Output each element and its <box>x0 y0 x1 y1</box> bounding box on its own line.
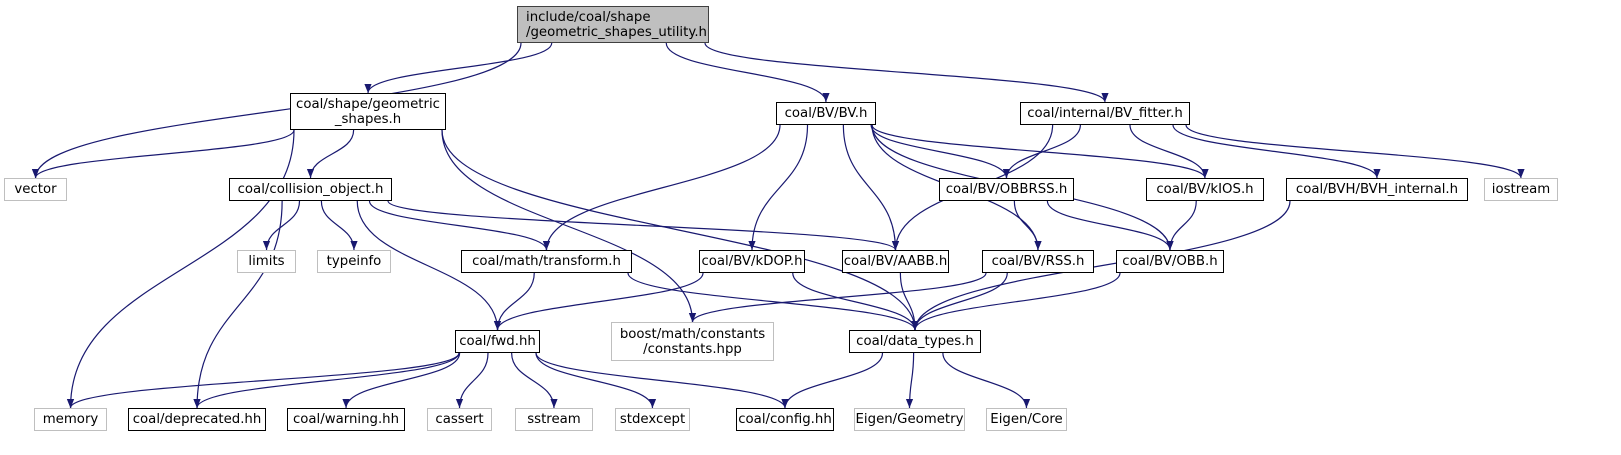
edge-collision_object-to-limits <box>262 200 301 251</box>
edge-geometric_shapes-to-data_types <box>441 129 919 331</box>
node-config[interactable]: coal/config.hh <box>736 408 834 431</box>
node-limits: limits <box>237 250 296 273</box>
edge-obbrss-to-obb <box>1046 200 1174 251</box>
node-data-types[interactable]: coal/data_types.h <box>849 330 981 353</box>
edge-transform-to-fwd <box>493 272 535 331</box>
edge-fwd-to-deprecated <box>193 352 460 409</box>
edge-transform-to-data_types <box>627 272 919 331</box>
edge-collision_object-to-typeinfo <box>320 200 358 251</box>
node-stdexcept: stdexcept <box>615 408 690 431</box>
node-bv[interactable]: coal/BV/BV.h <box>776 102 876 125</box>
edge-collision_object-to-aabb <box>387 200 899 251</box>
root-file-node: include/coal/shape /geometric_shapes_uti… <box>517 6 709 43</box>
edge-bv_fitter-to-kios <box>1129 124 1209 179</box>
edge-fwd-to-warning <box>342 352 461 409</box>
edge-rss-to-boost_constants <box>689 272 987 323</box>
node-deprecated[interactable]: coal/deprecated.hh <box>128 408 266 431</box>
node-warning[interactable]: coal/warning.hh <box>287 408 405 431</box>
node-obb[interactable]: coal/BV/OBB.h <box>1116 250 1224 273</box>
node-typeinfo: typeinfo <box>317 250 391 273</box>
edge-geometric_shapes-to-collision_object <box>306 129 355 179</box>
node-bvh-internal[interactable]: coal/BVH/BVH_internal.h <box>1286 178 1468 201</box>
node-kdop[interactable]: coal/BV/kDOP.h <box>699 250 805 273</box>
edge-bv-to-kios <box>871 124 1209 179</box>
edge-root-to-vector <box>31 42 522 179</box>
edge-bv-to-aabb <box>842 124 900 251</box>
node-fwd[interactable]: coal/fwd.hh <box>455 330 540 353</box>
node-sstream: sstream <box>515 408 593 431</box>
edge-collision_object-to-transform <box>368 200 551 251</box>
node-obbrss[interactable]: coal/BV/OBBRSS.h <box>939 178 1074 201</box>
edge-kdop-to-fwd <box>493 272 704 331</box>
edge-obbrss-to-rss <box>1013 200 1042 251</box>
node-bv-fitter[interactable]: coal/internal/BV_fitter.h <box>1020 102 1190 125</box>
edge-collision_object-to-deprecated <box>193 200 283 409</box>
node-geometric-shapes[interactable]: coal/shape/geometric _shapes.h <box>290 93 446 130</box>
node-kios[interactable]: coal/BV/kIOS.h <box>1146 178 1264 201</box>
edge-fwd-to-cassert <box>455 352 489 409</box>
edge-bv-to-kdop <box>748 124 809 251</box>
node-memory: memory <box>34 408 107 431</box>
edge-aabb-to-data_types <box>899 272 919 331</box>
node-collision-object[interactable]: coal/collision_object.h <box>229 178 392 201</box>
edge-data_types-to-eigen_geometry <box>905 352 915 409</box>
edge-bv-to-obbrss <box>870 124 1011 179</box>
node-aabb[interactable]: coal/BV/AABB.h <box>842 250 949 273</box>
edge-collision_object-to-fwd <box>356 200 502 331</box>
edge-geometric_shapes-to-vector <box>31 129 295 179</box>
edge-bv-to-transform <box>542 124 781 251</box>
node-vector: vector <box>4 178 67 201</box>
edge-root-to-bv <box>665 42 830 103</box>
edge-fwd-to-config <box>535 352 789 409</box>
edge-root-to-bv_fitter <box>704 42 1109 103</box>
node-boost-constants: boost/math/constants /constants.hpp <box>611 322 774 361</box>
node-rss[interactable]: coal/BV/RSS.h <box>982 250 1094 273</box>
node-eigen-core: Eigen/Core <box>986 408 1067 431</box>
edge-kios-to-obb <box>1166 200 1197 251</box>
edge-kdop-to-data_types <box>792 272 919 331</box>
node-eigen-geometry: Eigen/Geometry <box>854 408 965 431</box>
edge-bv_fitter-to-bvh_internal <box>1172 124 1381 179</box>
edge-bvh_internal-to-data_types <box>911 200 1291 331</box>
edge-obb-to-data_types <box>911 272 1121 331</box>
node-transform[interactable]: coal/math/transform.h <box>461 250 632 273</box>
edge-fwd-to-stdexcept <box>535 352 657 409</box>
node-cassert: cassert <box>427 408 492 431</box>
edge-data_types-to-eigen_core <box>942 352 1031 409</box>
edge-root-to-geometric_shapes <box>364 42 553 94</box>
edge-data_types-to-config <box>781 352 884 409</box>
edge-fwd-to-sstream <box>511 352 558 409</box>
edge-fwd-to-memory <box>67 352 460 409</box>
edge-bv_fitter-to-iostream <box>1185 124 1525 179</box>
edge-rss-to-data_types <box>911 272 1008 331</box>
edge-bv_fitter-to-obbrss <box>1002 124 1081 179</box>
node-iostream: iostream <box>1484 178 1558 201</box>
